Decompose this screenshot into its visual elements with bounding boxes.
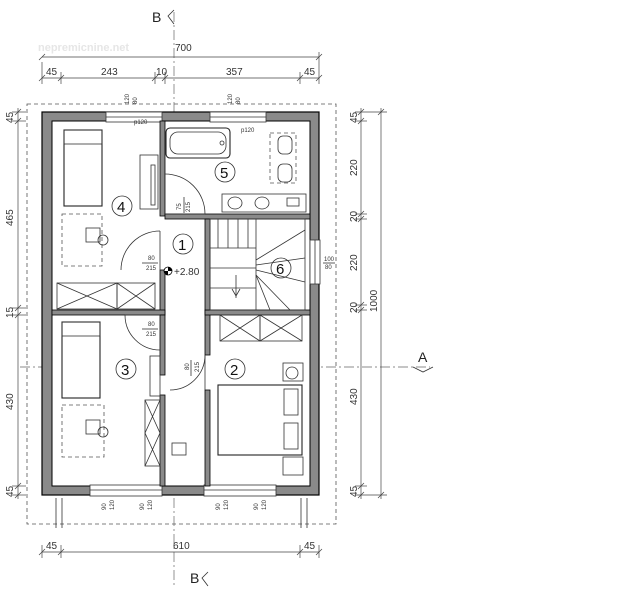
top-dim-4: 357	[226, 67, 243, 78]
room-5-label: 5	[220, 165, 228, 182]
door-room-3-width: 80	[148, 322, 155, 328]
room-4-tag: 4	[111, 195, 133, 217]
svg-text:120: 120	[262, 499, 268, 510]
section-b-bottom-arrow	[201, 571, 209, 587]
top-dim-5: 45	[304, 67, 316, 78]
section-a-label: A	[418, 349, 428, 365]
right-dim-4: 220	[349, 254, 360, 271]
svg-text:90: 90	[102, 503, 108, 510]
level-text: +2.80	[174, 267, 200, 278]
bottom-windows	[89, 484, 277, 497]
room-6-tag: 6	[270, 257, 292, 279]
door-room-5-width: 75	[177, 203, 183, 210]
room-5-fixtures	[165, 127, 307, 213]
room-5-tag: 5	[214, 161, 236, 183]
room-2-furniture	[217, 314, 304, 476]
room-4-furniture	[56, 129, 159, 310]
door-room-3-height: 215	[146, 332, 157, 338]
slab-outline	[26, 103, 337, 525]
right-dim-1: 45	[349, 111, 360, 123]
door-room-4-height: 215	[146, 266, 157, 272]
svg-text:90: 90	[216, 503, 222, 510]
door-room-4-width: 80	[148, 256, 155, 262]
window-top-right-dim-b: 80	[236, 97, 242, 104]
door-room-2	[169, 354, 206, 391]
section-b-top-label: B	[152, 9, 161, 25]
left-dim-3: 15	[5, 306, 16, 318]
section-b-bottom-label: B	[190, 570, 199, 586]
watermark-text: nepremicnine.net	[38, 42, 129, 54]
room-3-label: 3	[121, 362, 129, 379]
svg-text:90: 90	[254, 503, 260, 510]
svg-text:120: 120	[148, 499, 154, 510]
window-right-dim-b: 80	[325, 265, 332, 271]
window-top-right-dim-a: 120	[228, 93, 234, 104]
room-3-furniture	[61, 321, 187, 467]
door-room-3	[124, 314, 161, 351]
left-dim-5: 45	[5, 485, 16, 497]
balcony-rails	[55, 498, 308, 528]
svg-text:90: 90	[140, 503, 146, 510]
right-dim-6: 430	[349, 388, 360, 405]
left-dimensions: 45 465 15 430 45	[5, 108, 26, 499]
exterior-walls	[41, 111, 320, 496]
top-dim-overall: 700	[175, 43, 192, 54]
window-top-left-label: p120	[134, 120, 148, 126]
level-marker: +2.80	[163, 266, 200, 278]
room-6-label: 6	[276, 261, 284, 278]
right-dim-7: 45	[349, 485, 360, 497]
bottom-dimensions: 45 610 45	[38, 541, 323, 558]
room-1-tag: 1	[172, 233, 194, 255]
door-room-5-height: 215	[186, 201, 192, 212]
left-dim-4: 430	[5, 393, 16, 410]
right-dimensions: 45 220 20 220 20 430 45 1000	[349, 108, 387, 499]
door-room-5	[164, 173, 206, 215]
room-3-tag: 3	[115, 358, 137, 380]
bottom-dim-1: 45	[46, 541, 58, 552]
room-2-label: 2	[230, 362, 238, 379]
top-dimensions: 700 45 243 10 357 45	[38, 43, 323, 84]
left-dim-2: 465	[5, 209, 16, 226]
top-dim-3: 10	[156, 67, 168, 78]
top-dim-2: 243	[101, 67, 118, 78]
window-top-right-label: p120	[241, 128, 255, 134]
left-dim-1: 45	[5, 111, 16, 123]
room-4-label: 4	[117, 199, 125, 216]
right-dim-2: 220	[349, 159, 360, 176]
window-top-left-dim-a: 120	[125, 93, 131, 104]
door-room-2-width: 80	[185, 363, 191, 370]
top-dim-1: 45	[46, 67, 58, 78]
svg-text:120: 120	[224, 499, 230, 510]
window-right-dim-a: 100	[324, 257, 335, 263]
room-2-tag: 2	[224, 358, 246, 380]
door-room-2-height: 215	[195, 361, 201, 372]
bottom-dim-2: 610	[173, 541, 190, 552]
bottom-window-dims: 90 120 90 120 90 120 90 120	[102, 499, 268, 510]
staircase	[209, 218, 306, 311]
right-dim-3: 20	[349, 210, 360, 222]
section-a-arrow	[412, 366, 434, 373]
window-top-right	[209, 111, 267, 123]
bottom-dim-3: 45	[304, 541, 316, 552]
window-right	[309, 239, 321, 285]
svg-text:120: 120	[110, 499, 116, 510]
right-dim-overall: 1000	[369, 289, 380, 312]
section-b-top-arrow	[167, 9, 175, 25]
right-dim-5: 20	[349, 301, 360, 313]
room-1-label: 1	[178, 237, 186, 254]
door-room-4	[120, 230, 161, 271]
window-top-left	[105, 111, 163, 123]
window-top-left-dim-b: 80	[133, 97, 139, 104]
